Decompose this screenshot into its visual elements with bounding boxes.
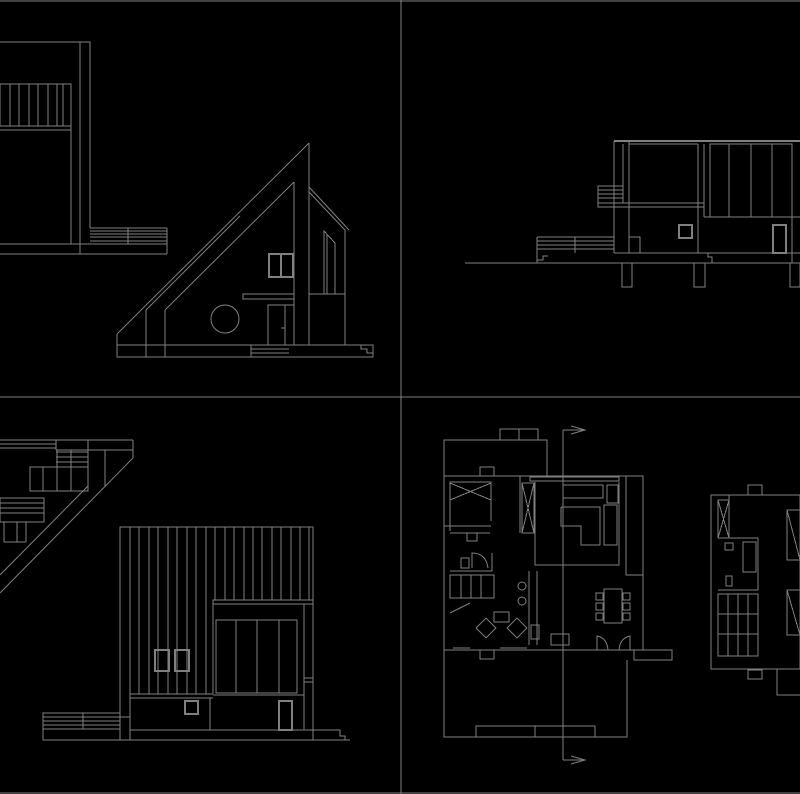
triangle-house-elevation bbox=[116, 142, 374, 358]
tall-window bbox=[323, 229, 336, 295]
deck-railing bbox=[90, 227, 167, 244]
balcony-railing bbox=[597, 185, 623, 203]
entrance-door bbox=[267, 304, 295, 346]
upper-floor-plan bbox=[710, 484, 800, 696]
steps bbox=[250, 344, 373, 357]
deck-railing bbox=[536, 236, 614, 263]
sloped-building-elevation bbox=[0, 439, 134, 594]
viewport-bottom-left[interactable] bbox=[0, 439, 350, 741]
main-building-elevation bbox=[42, 526, 350, 741]
deck-railing bbox=[42, 712, 130, 741]
viewport-bottom-right[interactable] bbox=[443, 425, 800, 765]
foundation-piers bbox=[621, 252, 800, 288]
ground-floor-plan bbox=[443, 425, 673, 765]
left-building-elevation bbox=[0, 41, 168, 255]
square-window bbox=[268, 253, 294, 278]
section-cut-line bbox=[562, 425, 587, 765]
viewport-top-left[interactable] bbox=[0, 41, 374, 358]
viewport-top-right[interactable] bbox=[465, 140, 800, 288]
round-window bbox=[210, 304, 240, 334]
building-section bbox=[465, 140, 800, 288]
canopy bbox=[242, 293, 295, 300]
